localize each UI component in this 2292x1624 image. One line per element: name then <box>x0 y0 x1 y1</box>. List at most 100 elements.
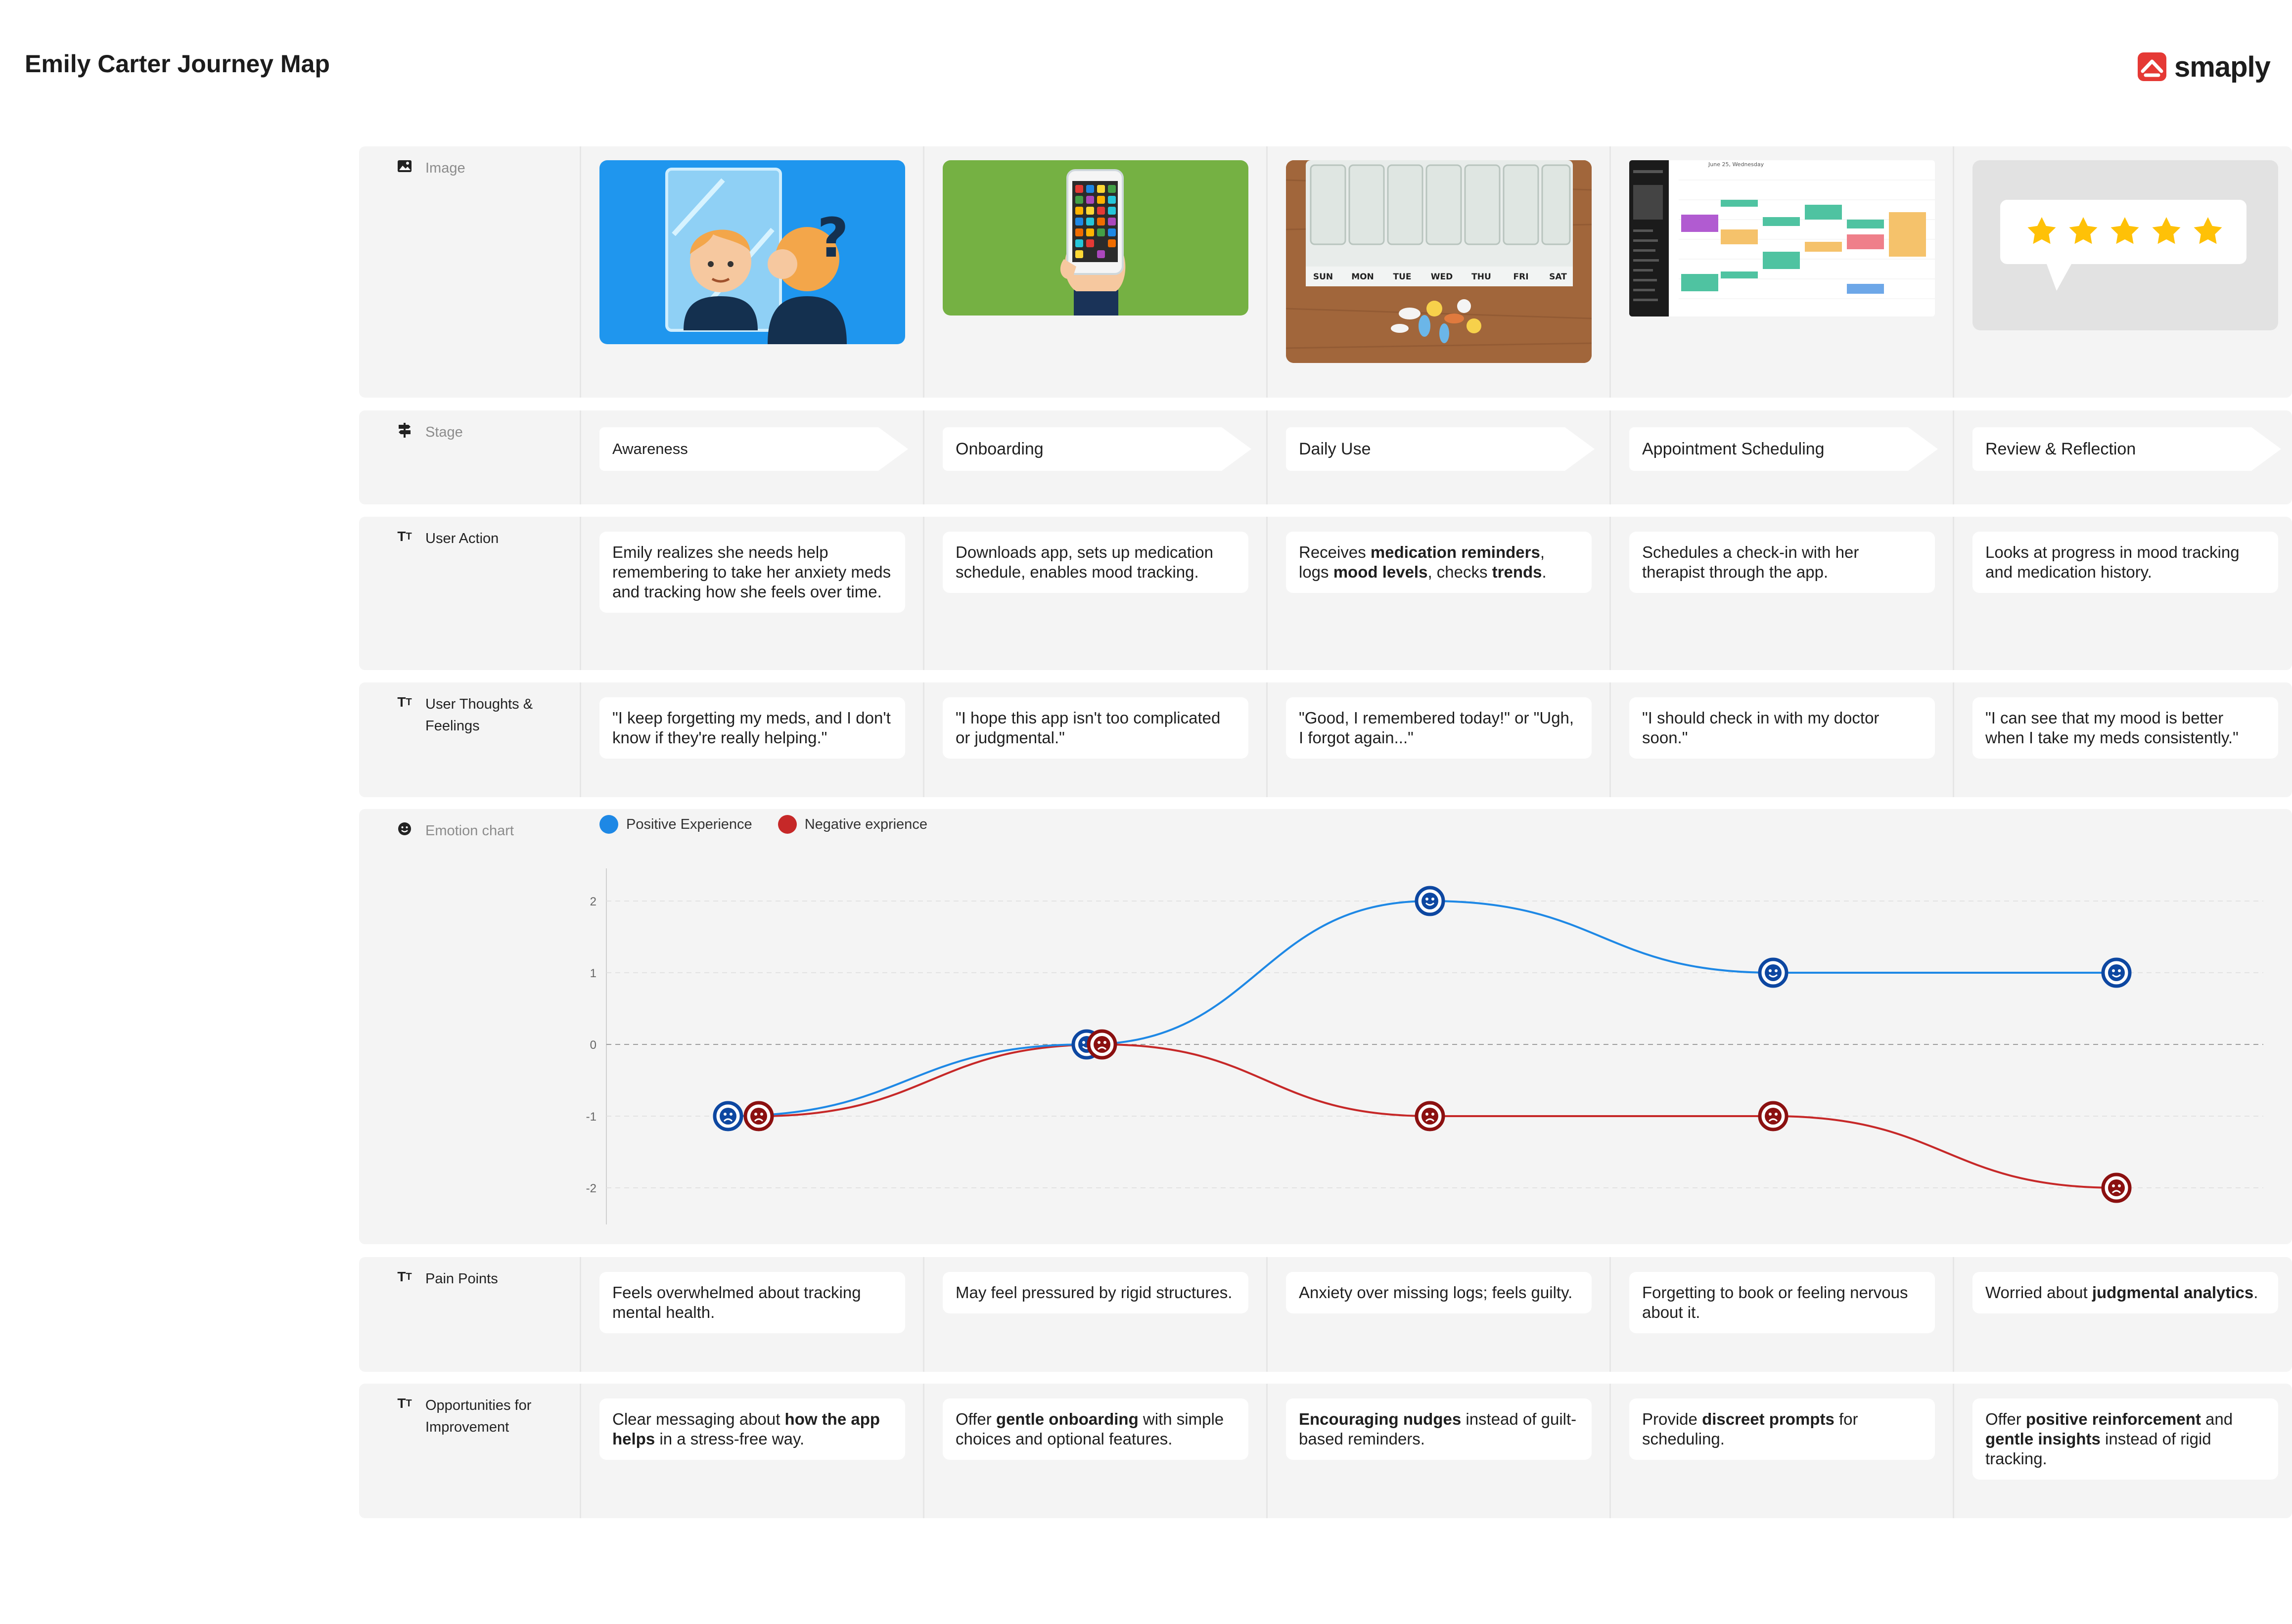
stage-arrow-shape <box>1629 427 1938 471</box>
pain-point-card[interactable]: May feel pressured by rigid structures. <box>943 1272 1248 1313</box>
column-divider <box>923 1257 924 1372</box>
calendar-icon: June 25, Wednesday <box>1629 160 1935 316</box>
user-action-card[interactable]: Downloads app, sets up medication schedu… <box>943 532 1248 593</box>
pill-day-label: THU <box>1471 272 1491 282</box>
row-label-text: Image <box>425 160 465 176</box>
star-rating-icon <box>2000 200 2246 291</box>
stage-awareness[interactable]: Awareness <box>599 427 908 471</box>
emotion-chart[interactable]: 210-1-2 <box>359 809 2292 1244</box>
phone-in-hand-illustration[interactable] <box>943 160 1248 316</box>
calendar-app-screenshot[interactable]: June 25, Wednesday <box>1629 160 1935 316</box>
pill-day-label: WED <box>1431 272 1453 282</box>
column-divider <box>1609 146 1611 398</box>
emphasis-text: mood levels <box>1333 563 1428 581</box>
body-text: . <box>2253 1283 2258 1302</box>
positive-point-marker[interactable] <box>1758 957 1788 988</box>
stage-review-reflection[interactable]: Review & Reflection <box>1972 427 2281 471</box>
row-label-image: Image <box>396 157 554 179</box>
opportunity-card[interactable]: Clear messaging about how the app helps … <box>599 1398 905 1460</box>
column-divider <box>1953 682 1954 797</box>
y-tick-label: 2 <box>590 895 596 908</box>
stage-daily-use[interactable]: Daily Use <box>1286 427 1595 471</box>
negative-point-marker[interactable] <box>1087 1029 1117 1060</box>
smaply-logo[interactable]: smaply <box>2137 49 2271 84</box>
legend-swatch-positive <box>599 815 618 834</box>
body-text: instead of guilt-based reminders. <box>1299 1410 1577 1448</box>
column-divider <box>580 517 581 670</box>
pill-organizer-icon: SUN MON TUE WED THU FRI SAT <box>1286 160 1592 363</box>
y-tick-label: -1 <box>586 1110 596 1124</box>
column-divider <box>923 410 924 504</box>
body-text: with simple choices and optional feature… <box>956 1410 1224 1448</box>
thought-card[interactable]: "I should check in with my doctor soon." <box>1629 697 1935 759</box>
body-text: Schedules a check-in with her therapist … <box>1642 543 1859 581</box>
user-action-card[interactable]: Emily realizes she needs help rememberin… <box>599 532 905 613</box>
stage-appointment-scheduling[interactable]: Appointment Scheduling <box>1629 427 1938 471</box>
column-divider <box>580 1384 581 1518</box>
page-title: Emily Carter Journey Map <box>25 50 330 78</box>
stage-arrow-shape <box>943 427 1251 471</box>
user-action-card[interactable]: Schedules a check-in with her therapist … <box>1629 532 1935 593</box>
pill-organizer-photo[interactable]: SUN MON TUE WED THU FRI SAT <box>1286 160 1592 363</box>
negative-point-marker[interactable] <box>1415 1101 1445 1131</box>
positive-series-line <box>728 900 2116 1117</box>
stage-onboarding[interactable]: Onboarding <box>943 427 1251 471</box>
opportunity-card[interactable]: Offer positive reinforcement and gentle … <box>1972 1398 2278 1480</box>
legend-label-positive: Positive Experience <box>626 816 752 832</box>
opportunity-card[interactable]: Offer gentle onboarding with simple choi… <box>943 1398 1248 1460</box>
thought-card[interactable]: "Good, I remembered today!" or "Ugh, I f… <box>1286 697 1592 759</box>
column-divider <box>1266 1257 1268 1372</box>
y-tick-label: -2 <box>586 1182 596 1195</box>
image-icon <box>396 157 413 175</box>
column-divider <box>1266 682 1268 797</box>
column-divider <box>923 517 924 670</box>
negative-point-marker[interactable] <box>2101 1173 2132 1203</box>
signpost-icon <box>396 421 413 439</box>
chart-legend: Positive Experience Negative exprience <box>599 815 927 834</box>
thought-card[interactable]: "I keep forgetting my meds, and I don't … <box>599 697 905 759</box>
pain-point-card[interactable]: Anxiety over missing logs; feels guilty. <box>1286 1272 1592 1313</box>
body-text: instead of rigid tracking. <box>1985 1430 2211 1468</box>
emphasis-text: trends <box>1492 563 1542 581</box>
body-text: Emily realizes she needs help rememberin… <box>612 543 891 601</box>
column-divider <box>1609 682 1611 797</box>
user-action-card[interactable]: Receives medication reminders, logs mood… <box>1286 532 1592 593</box>
positive-point-marker[interactable] <box>1415 886 1445 916</box>
calendar-header: June 25, Wednesday <box>1708 161 1764 168</box>
body-text: Feels overwhelmed about tracking mental … <box>612 1283 861 1321</box>
negative-point-marker[interactable] <box>1758 1101 1788 1131</box>
opportunity-card[interactable]: Provide discreet prompts for scheduling. <box>1629 1398 1935 1460</box>
body-text: Clear messaging about <box>612 1410 785 1428</box>
mirror-person-icon: ? <box>665 168 849 344</box>
pain-point-card[interactable]: Feels overwhelmed about tracking mental … <box>599 1272 905 1333</box>
smartphone-icon <box>1060 169 1126 316</box>
negative-point-marker[interactable] <box>743 1101 774 1131</box>
opportunity-card[interactable]: Encouraging nudges instead of guilt-base… <box>1286 1398 1592 1460</box>
five-star-rating-illustration[interactable] <box>1972 160 2278 330</box>
column-divider <box>1266 1384 1268 1518</box>
mirror-illustration[interactable]: ? <box>599 160 905 344</box>
positive-point-marker[interactable] <box>2101 957 2132 988</box>
body-text: and <box>2200 1410 2233 1428</box>
column-divider <box>1609 1384 1611 1518</box>
body-text: Offer <box>1985 1410 2026 1428</box>
positive-point-marker[interactable] <box>713 1101 743 1131</box>
thought-card[interactable]: "I can see that my mood is better when I… <box>1972 697 2278 759</box>
column-divider <box>1266 410 1268 504</box>
body-text: Looks at progress in mood tracking and m… <box>1985 543 2240 581</box>
pill-day-label: MON <box>1351 272 1374 282</box>
column-divider <box>580 1257 581 1372</box>
thought-card[interactable]: "I hope this app isn't too complicated o… <box>943 697 1248 759</box>
logo-text: smaply <box>2174 50 2271 83</box>
pain-point-card[interactable]: Forgetting to book or feeling nervous ab… <box>1629 1272 1935 1333</box>
pain-point-card[interactable]: Worried about judgmental analytics. <box>1972 1272 2278 1313</box>
user-action-card[interactable]: Looks at progress in mood tracking and m… <box>1972 532 2278 593</box>
y-tick-label: 1 <box>590 967 596 980</box>
stage-label: Appointment Scheduling <box>1642 440 1825 458</box>
